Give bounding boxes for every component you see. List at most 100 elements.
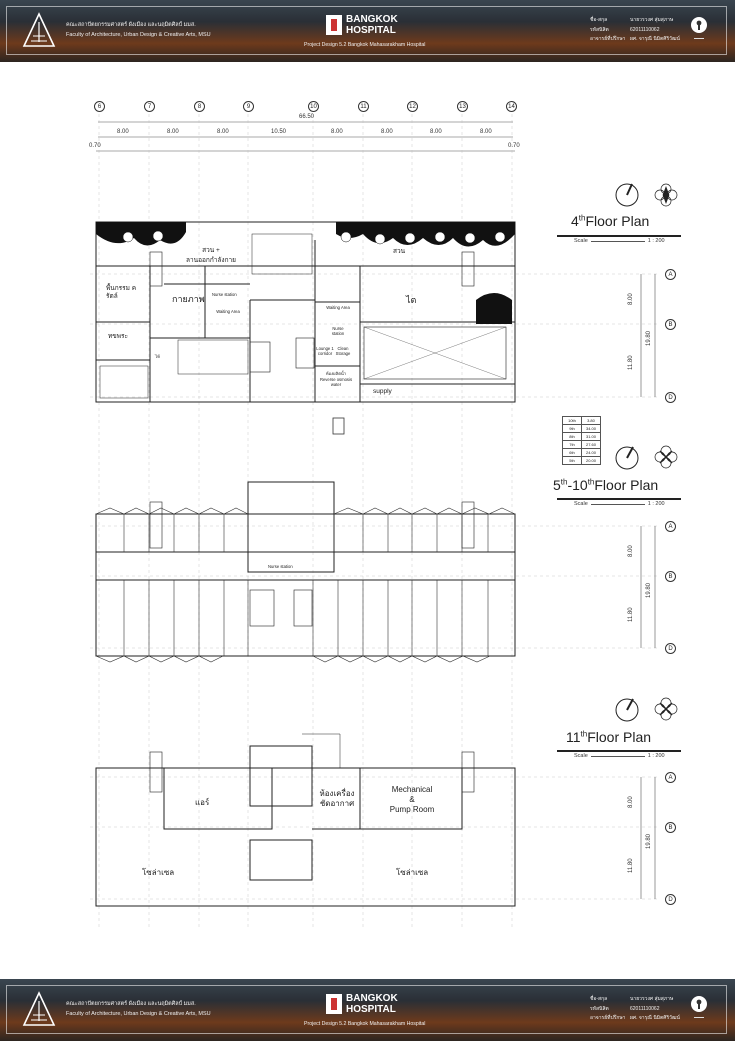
room-toilet: ไห้ [155, 354, 160, 359]
row-total-5-10: 19.80 [646, 582, 652, 598]
room-clean-storage: Clean Storage [335, 346, 351, 356]
brand-mark-icon [326, 15, 342, 35]
row-bubble-a-4th: A [665, 269, 676, 280]
room-pharmacy: ทขพระ [108, 333, 128, 340]
grid-bubble-7: 7 [144, 101, 155, 112]
room-garden-rehab: สวน +ลานออกกำลังกาย [186, 247, 236, 264]
level-height: 31.00 [581, 432, 601, 441]
brand-line2: HOSPITAL [346, 25, 396, 36]
span-dim-3: 8.00 [217, 129, 229, 135]
header-band: คณะสถาปัตยกรรมศาสตร์ ผังเมือง และนฤมิตศิ… [0, 0, 735, 62]
row-bubble-a-5-10: A [665, 521, 676, 532]
faculty-logo-icon [22, 12, 56, 47]
grid-bubble-10: 10 [308, 101, 319, 112]
grid-bubble-11: 11 [358, 101, 369, 112]
footer-meta-value-advisor: ผศ. จารุณี นิมิตศิริวัฒน์ [630, 1015, 680, 1021]
room-nurse-station-1: Nurse station [212, 292, 237, 297]
row-bubble-d-4th: D [665, 392, 676, 403]
level-name: 8th [562, 432, 582, 441]
row-bubble-d-11: D [665, 894, 676, 905]
room-activity: พื้นกรรม ครัตล์ [106, 285, 137, 300]
project-title: Project Design 5.2 Bangkok Mahasarakham … [304, 42, 426, 48]
span-dim-2: 8.00 [167, 129, 179, 135]
room-waiting-2: Waiting Area [326, 305, 350, 310]
plan-4th-linework [95, 221, 516, 403]
level-name: 6th [562, 448, 582, 457]
level-height: 27.60 [581, 440, 601, 449]
footer-band: คณะสถาปัตยกรรมศาสตร์ ผังเมือง และนฤมิตศิ… [0, 979, 735, 1041]
faculty-text: คณะสถาปัตยกรรมศาสตร์ ผังเมือง และนฤมิตศิ… [66, 20, 211, 40]
footer-keyhole-icon [691, 996, 707, 1018]
span-dim-5: 8.00 [331, 129, 343, 135]
span-dim-1: 8.00 [117, 129, 129, 135]
row-dim-bd-5-10: 11.80 [628, 607, 634, 622]
compass-icons [654, 183, 678, 721]
room-physio: กายภาพ [172, 294, 205, 304]
edge-dim-left: 0.70 [89, 143, 101, 149]
footer-meta-value-id: 62011110062 [630, 1005, 660, 1012]
room-supply: supply [373, 388, 392, 395]
footer-student-meta: ชื่อ-สกุล รหัสนิสิต อาจารย์ที่ปรึกษา นาย… [590, 995, 680, 1024]
room-nurse-station-2: Nurse station [331, 326, 345, 336]
north-arrow-icons [615, 183, 639, 722]
span-dim-7: 8.00 [430, 129, 442, 135]
keyhole-icon [691, 17, 707, 39]
grid-bubble-8: 8 [194, 101, 205, 112]
footer-faculty-text: คณะสถาปัตยกรรมศาสตร์ ผังเมือง และนฤมิตศิ… [66, 999, 211, 1019]
row-total-11: 19.80 [646, 833, 652, 849]
meta-value-name: นายวรวงศ สุ่มสุภาษ [630, 17, 674, 23]
row-dim-ab-4th: 8.00 [628, 293, 634, 305]
row-dim-bd-4th: 11.80 [628, 355, 634, 370]
span-dim-4: 10.50 [271, 129, 287, 135]
plan-5-10-title-underline [557, 498, 681, 500]
room-kidney: ไต [406, 295, 417, 305]
footer-meta-label-advisor: อาจารย์ที่ปรึกษา [590, 1015, 626, 1021]
footer-frame [6, 985, 727, 1034]
faculty-logo-icon-footer [22, 991, 56, 1026]
room-mechanical: Mechanical&Pump Room [389, 785, 435, 814]
grid-bubble-12: 12 [407, 101, 418, 112]
level-height: 34.00 [581, 424, 601, 433]
meta-label-id: รหัสนิสิต [590, 26, 609, 33]
row-bubble-b-5-10: B [665, 571, 676, 582]
meta-label-advisor: อาจารย์ที่ปรึกษา [590, 36, 626, 42]
room-air: แอร์ [195, 798, 210, 807]
row-dim-bd-11: 11.80 [628, 858, 634, 873]
level-name: 5th [562, 456, 582, 465]
plan-4th-title: 4thFloor Plan [571, 213, 650, 229]
plan-5-10-title: 5th-10thFloor Plan [553, 477, 659, 493]
span-dim-6: 8.00 [381, 129, 393, 135]
level-name: 9th [562, 424, 582, 433]
footer-brand-line1: BANGKOK [346, 993, 398, 1004]
room-waiting-1: Waiting Area [216, 309, 240, 314]
footer-faculty-th: คณะสถาปัตยกรรมศาสตร์ ผังเมือง และนฤมิตศิ… [66, 1001, 196, 1007]
row-bubble-a-11: A [665, 772, 676, 783]
student-meta: ชื่อ-สกุล รหัสนิสิต อาจารย์ที่ปรึกษา นาย… [590, 16, 680, 45]
row-dim-ab-5-10: 8.00 [628, 545, 634, 557]
brand-line1: BANGKOK [346, 14, 398, 25]
header-frame [6, 6, 727, 55]
footer-project-title: Project Design 5.2 Bangkok Mahasarakham … [304, 1021, 426, 1027]
level-name: 7th [562, 440, 582, 449]
room-garden2: สวน [393, 248, 406, 255]
grid-bubble-13: 13 [457, 101, 468, 112]
faculty-th: คณะสถาปัตยกรรมศาสตร์ ผังเมือง และนฤมิตศิ… [66, 22, 196, 28]
grid-bubble-14: 14 [506, 101, 517, 112]
footer-brand-mark-icon [326, 994, 342, 1014]
plan-4th-title-underline [557, 235, 681, 237]
row-bubble-d-5-10: D [665, 643, 676, 654]
level-height: 24.00 [581, 448, 601, 457]
plan-11-linework [95, 733, 516, 907]
room-nurse-station-5-10: Nurse station [268, 564, 293, 569]
meta-label-name: ชื่อ-สกุล [590, 17, 608, 23]
level-name: 10th [562, 416, 582, 425]
